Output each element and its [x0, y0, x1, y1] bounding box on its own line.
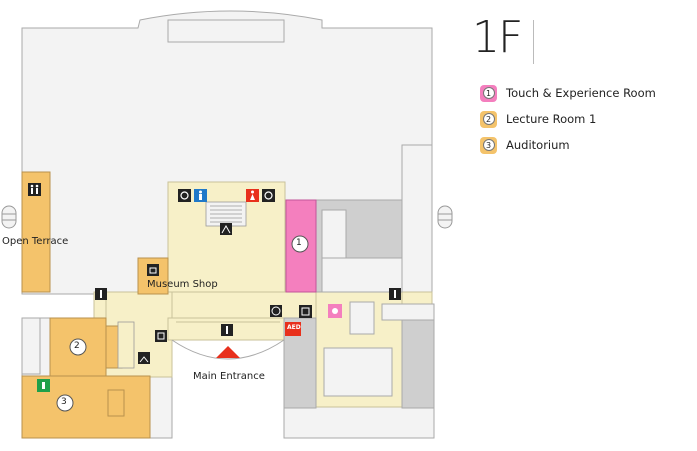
legend-number-2: 2 [482, 113, 495, 125]
side-door-left [1, 205, 17, 229]
touch-experience-room[interactable] [285, 199, 317, 293]
room-marker-3 [56, 394, 74, 412]
entrance-arc [171, 339, 285, 360]
legend-number-3: 3 [482, 139, 495, 151]
help-icon [270, 305, 282, 317]
emergency-exit-icon [37, 379, 50, 392]
legend: 1 Touch & Experience Room 2 Lecture Room… [480, 80, 656, 158]
legend-label-1: Touch & Experience Room [506, 86, 656, 100]
side-door-right [437, 205, 453, 229]
stairs-lower-icon [138, 352, 150, 364]
room-marker-2 [69, 338, 87, 356]
room-number-2: 2 [74, 341, 80, 351]
information-person-icon-left [95, 288, 107, 300]
main-entrance-label: Main Entrance [193, 371, 265, 382]
room-number-1: 1 [296, 238, 302, 248]
legend-badge-1: 1 [480, 84, 497, 102]
accessible-restroom-icon-right [262, 189, 275, 202]
elevator-lower-icon [155, 330, 167, 342]
legend-item-auditorium[interactable]: 3 Auditorium [480, 132, 656, 158]
restroom-icon [28, 183, 41, 196]
museum-shop-label[interactable]: Museum Shop [147, 279, 218, 290]
information-person-icon-center [221, 324, 233, 336]
legend-item-lecture-room-1[interactable]: 2 Lecture Room 1 [480, 106, 656, 132]
open-terrace-label: Open Terrace [2, 236, 69, 247]
mens-restroom-icon [194, 189, 207, 202]
floor-divider [533, 20, 534, 64]
floor-label: 1F [472, 12, 523, 63]
information-person-icon-right [389, 288, 401, 300]
main-entrance-arrow-icon [216, 346, 240, 358]
locker-icon [299, 305, 312, 318]
aed-icon [285, 322, 301, 336]
womens-restroom-icon [246, 189, 259, 202]
legend-badge-2: 2 [480, 110, 497, 128]
aed-label: AED [287, 324, 301, 331]
gray-blocks [283, 199, 435, 409]
stairs [117, 201, 247, 369]
room-number-3: 3 [61, 397, 67, 407]
nursing-room-icon [328, 304, 342, 318]
legend-item-touch-experience-room[interactable]: 1 Touch & Experience Room [480, 80, 656, 106]
legend-number-1: 1 [482, 87, 495, 99]
shop-icon [147, 264, 159, 276]
room-marker-1 [291, 235, 309, 253]
elevator-icon [220, 223, 232, 235]
legend-label-3: Auditorium [506, 138, 570, 152]
legend-label-2: Lecture Room 1 [506, 112, 597, 126]
legend-badge-3: 3 [480, 136, 497, 154]
accessible-restroom-icon-left [178, 189, 191, 202]
